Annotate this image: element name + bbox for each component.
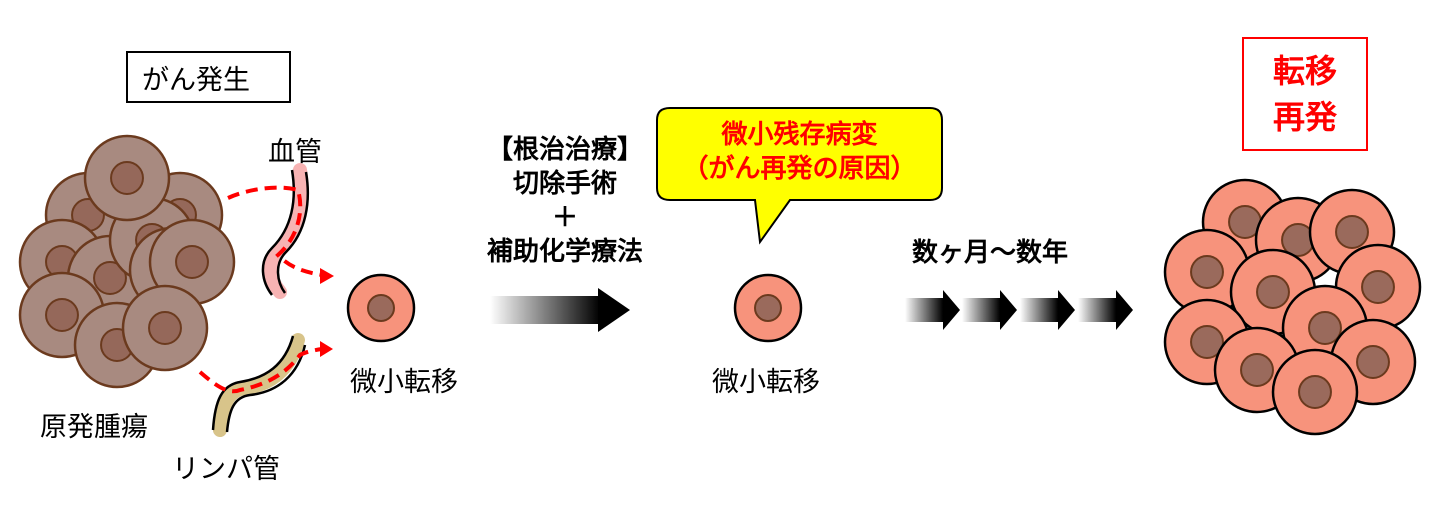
time-arrow-shaft: [905, 298, 943, 322]
time-span-label: 数ヶ月～数年: [912, 238, 1069, 268]
treatment-arrow: [490, 288, 630, 332]
micrometastasis-cell-1: [346, 273, 416, 343]
blood-vessel: [261, 163, 310, 299]
primary-tumor-cells: [18, 134, 236, 389]
primary-tumor-label: 原発腫瘍: [40, 412, 148, 443]
arrowhead-icon: [320, 268, 334, 284]
arrowhead-icon: [1116, 290, 1133, 330]
time-arrow-shaft: [1078, 298, 1116, 322]
recurrence-box: [1242, 37, 1368, 151]
cancer-onset-box: [126, 51, 291, 103]
treatment-text: 【根治治療】 切除手術 ＋ 補助化学療法: [445, 133, 685, 269]
recurrence-text: 転移 再発: [1243, 48, 1367, 140]
arrowhead-icon: [320, 341, 333, 357]
micrometastasis-cell-2: [733, 273, 803, 343]
recurrent-tumor-cells: [1163, 178, 1422, 436]
callout-title: 微小残存病変: [721, 120, 878, 150]
callout-subtitle: （がん再発の原因）: [682, 154, 917, 184]
arrowhead-icon: [1058, 290, 1075, 330]
time-arrow-shaft: [1020, 298, 1058, 322]
arrowhead-icon: [943, 290, 960, 330]
treatment-heading: 【根治治療】: [486, 135, 643, 165]
arrowhead-icon: [1000, 290, 1017, 330]
callout-text: 微小残存病変 （がん再発の原因）: [657, 118, 942, 186]
micrometastasis-label-2: 微小転移: [712, 367, 820, 398]
time-arrows: [905, 290, 1133, 330]
lymph-vessel-label: リンパ管: [172, 454, 280, 485]
recurrence-label: 再発: [1272, 98, 1337, 136]
cell: [83, 134, 171, 222]
time-arrow-shaft: [962, 298, 1000, 322]
metastasis-label: 転移: [1272, 52, 1337, 90]
cell: [1271, 348, 1359, 436]
blood-vessel-label: 血管: [268, 137, 322, 168]
cancer-onset-label: がん発生: [142, 65, 250, 96]
cell: [121, 284, 209, 372]
lymph-vessel: [211, 333, 307, 437]
micrometastasis-label-1: 微小転移: [350, 367, 458, 398]
treatment-surgery: 切除手術: [512, 169, 617, 199]
treatment-plus: ＋: [551, 203, 578, 233]
treatment-chemo: 補助化学療法: [486, 237, 643, 267]
spread-arrows: [198, 185, 323, 394]
callout-bubble: [656, 107, 943, 245]
